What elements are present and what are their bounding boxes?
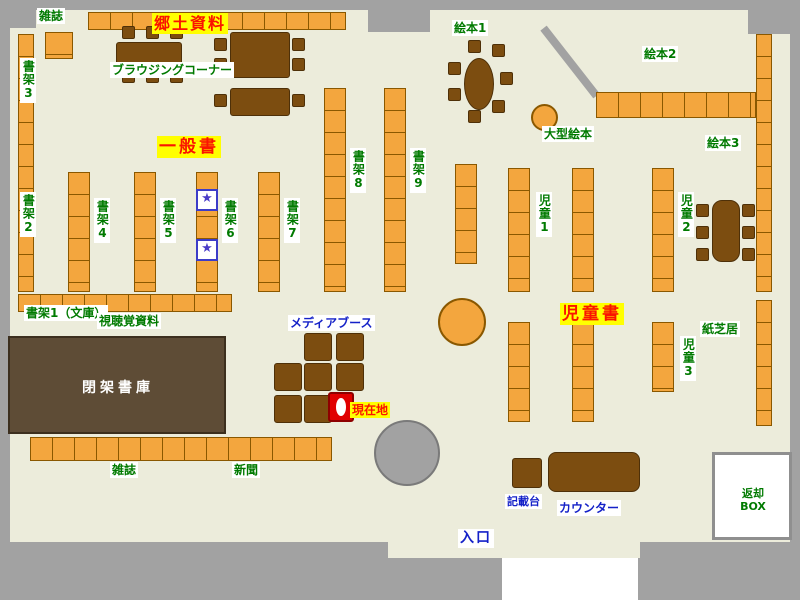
shelf-jido3: [652, 322, 674, 392]
star-marker-icon: ★: [196, 189, 218, 211]
label-shoka3: 書架3: [20, 58, 37, 103]
label-jido3: 児童3: [680, 336, 697, 381]
shelf-shoka9: [384, 88, 406, 292]
label-counter: カウンター: [557, 500, 622, 517]
shelf-shoka7: [258, 172, 280, 292]
label-shoka6: 書架6: [222, 198, 239, 243]
kisaidai-stand: [512, 458, 542, 488]
label-current-location: 現在地: [350, 402, 391, 419]
label-shoka8: 書架8: [350, 148, 367, 193]
counter-desk: [548, 452, 640, 492]
label-browsing-corner: ブラウジングコーナー: [110, 62, 235, 79]
wall-corner-top-right: [748, 0, 800, 34]
current-location-seat-icon: [336, 398, 346, 416]
chair: [742, 204, 755, 217]
shelf-ehon2-row: [596, 92, 756, 118]
chair: [448, 88, 461, 101]
shelf-jido-lower-1: [508, 322, 530, 422]
ehon1-table: [464, 58, 494, 110]
chair: [696, 248, 709, 261]
entrance-floor: [388, 542, 640, 558]
closed-stacks-label: 閉架書庫: [82, 380, 154, 396]
media-booth-seat: [274, 363, 302, 391]
chair: [468, 110, 481, 123]
label-shoka2: 書架2: [20, 192, 37, 237]
media-booth-seat: [336, 333, 364, 361]
label-jido1: 児童1: [536, 192, 553, 237]
label-ogata-ehon: 大型絵本: [542, 126, 595, 143]
shelf-magazine-top: [45, 32, 73, 59]
label-shichokaku: 視聴覚資料: [97, 313, 162, 330]
label-newspaper: 新聞: [232, 462, 261, 479]
wall-corner-top-left: [0, 0, 36, 28]
label-kisaidai: 記載台: [505, 494, 542, 510]
chair: [468, 40, 481, 53]
shelf-shoka4: [68, 172, 90, 292]
shelf-wall-right-kamishibai: [756, 300, 772, 426]
shelf-wall-right-ehon3: [756, 34, 772, 292]
shelf-jido-upper-2: [572, 168, 594, 292]
shelf-jido-upper-3: [652, 168, 674, 292]
chair: [214, 38, 227, 51]
chair: [696, 204, 709, 217]
label-shoka1-bunko: 書架1（文庫）: [24, 305, 109, 322]
label-kamishibai: 紙芝居: [700, 321, 741, 338]
shelf-center-short: [455, 164, 477, 264]
children-table: [712, 200, 740, 262]
chair: [292, 58, 305, 71]
media-booth-seat: [274, 395, 302, 423]
media-booth-seat: [304, 363, 332, 391]
chair: [742, 248, 755, 261]
label-shoka5: 書架5: [160, 198, 177, 243]
label-entrance: 入口: [458, 529, 494, 548]
chair: [292, 38, 305, 51]
wall-right: [790, 0, 800, 600]
media-booth-seat: [336, 363, 364, 391]
label-ehon2: 絵本2: [642, 46, 679, 63]
diagonal-wall: [540, 25, 600, 99]
pillar-top-center: [368, 0, 430, 32]
round-table: [438, 298, 486, 346]
label-ehon3: 絵本3: [705, 135, 742, 152]
label-return-box: 返却BOX: [734, 486, 772, 515]
entrance-opening: [502, 558, 638, 600]
chair: [492, 44, 505, 57]
pillar-circle: [374, 420, 440, 486]
chair: [122, 26, 135, 39]
label-ehon1: 絵本1: [452, 20, 489, 37]
chair: [500, 72, 513, 85]
label-magazine-top: 雑誌: [37, 8, 66, 25]
label-ippansho: 一般書: [157, 136, 221, 159]
star-marker-icon: ★: [196, 239, 218, 261]
chair: [448, 62, 461, 75]
label-shoka9: 書架9: [410, 148, 427, 193]
shelf-jido-lower-2: [572, 322, 594, 422]
shelf-jido-upper-1: [508, 168, 530, 292]
label-media-booth: メディアブース: [288, 315, 375, 332]
shelf-shoka5: [134, 172, 156, 292]
browsing-table-3: [230, 88, 290, 116]
label-jido2: 児童2: [678, 192, 695, 237]
shelf-shoka8: [324, 88, 346, 292]
browsing-table-2: [230, 32, 290, 78]
label-shoka4: 書架4: [94, 198, 111, 243]
chair: [292, 94, 305, 107]
label-shoka7: 書架7: [284, 198, 301, 243]
chair: [214, 94, 227, 107]
label-magazine-bottom: 雑誌: [110, 462, 139, 479]
chair: [492, 100, 505, 113]
chair: [742, 226, 755, 239]
media-booth-seat: [304, 333, 332, 361]
wall-left: [0, 0, 10, 600]
label-jidosho: 児童書: [560, 303, 624, 326]
shelf-magazine-newspaper-row: [30, 437, 332, 461]
closed-stacks-room: [8, 336, 226, 434]
label-kyodo-shiryo: 郷土資料: [152, 13, 229, 35]
chair: [696, 226, 709, 239]
